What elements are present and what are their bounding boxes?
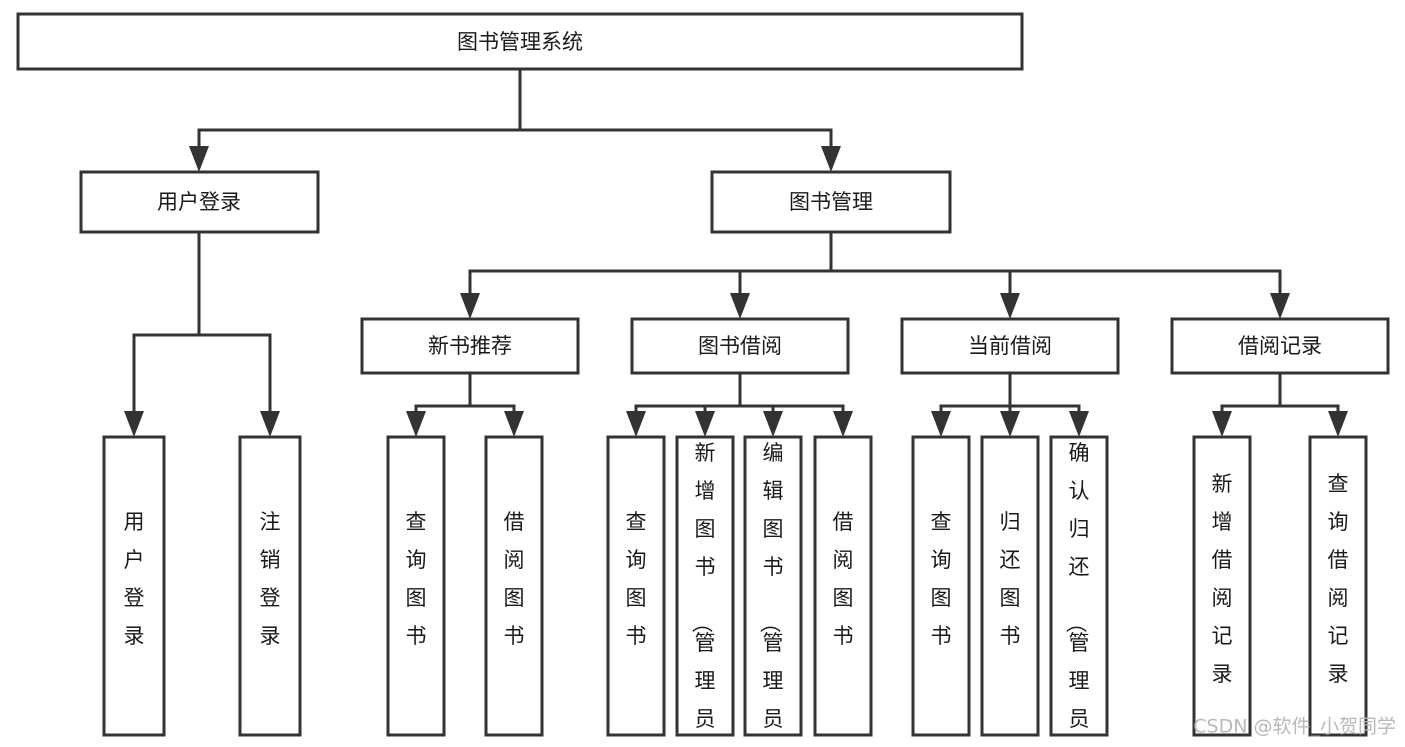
node-leaf-add-book[interactable]: 新增图书（管理员） (675, 435, 735, 747)
leaf-query-book-3-label: 查询图书 (931, 510, 952, 648)
leaf-return-book-label: 归还图书 (1000, 510, 1021, 648)
arrowhead-leaf-confirm-return (1069, 411, 1089, 437)
leaf-query-book-2-label: 查询图书 (626, 510, 647, 648)
arrowhead-leaf-edit-book (763, 411, 783, 437)
arrowhead-leaf-user-login (124, 411, 144, 437)
root-label: 图书管理系统 (457, 30, 583, 54)
node-leaf-user-logout[interactable]: 注销登录 (238, 435, 302, 737)
leaf-add-record-label: 新增借阅记录 (1212, 472, 1233, 686)
arrowhead-leaf-borrow-book-1 (504, 411, 524, 437)
node-leaf-user-login[interactable]: 用户登录 (102, 435, 166, 737)
watermark-label: CSDN @软件_小贺同学 (1193, 716, 1396, 738)
leaf-query-book-1-box[interactable] (386, 435, 446, 737)
leaf-query-record-box[interactable] (1308, 435, 1368, 737)
root-box[interactable] (16, 12, 1024, 71)
arrowhead-leaf-add-record (1212, 411, 1232, 437)
node-user-login[interactable]: 用户登录 (79, 170, 320, 234)
node-book-manage[interactable]: 图书管理 (710, 170, 952, 234)
arrowhead-book-manage (821, 146, 841, 172)
arrowhead-leaf-query-book-2 (626, 411, 646, 437)
node-book-borrow[interactable]: 图书借阅 (630, 317, 850, 375)
leaf-user-logout-label: 注销登录 (260, 510, 281, 648)
node-leaf-query-record[interactable]: 查询借阅记录 (1308, 435, 1368, 737)
node-root[interactable]: 图书管理系统 (16, 12, 1024, 71)
leaf-add-book-box[interactable] (675, 435, 735, 737)
user-login-label: 用户登录 (157, 190, 241, 214)
leaf-user-login-label: 用户登录 (124, 510, 145, 648)
node-leaf-edit-book[interactable]: 编辑图书（管理员） (743, 435, 803, 747)
leaf-borrow-book-2-label: 借阅图书 (833, 510, 854, 648)
book-borrow-label: 图书借阅 (698, 334, 782, 358)
leaf-borrow-book-2-box[interactable] (813, 435, 873, 737)
current-borrow-label: 当前借阅 (968, 334, 1052, 358)
arrowhead-book-borrow (730, 293, 750, 319)
node-new-book-recommend[interactable]: 新书推荐 (360, 317, 580, 375)
new-book-recommend-label: 新书推荐 (428, 334, 512, 358)
leaf-user-login-box[interactable] (102, 435, 166, 737)
leaf-edit-book-box[interactable] (743, 435, 803, 737)
leaf-query-book-1-label: 查询图书 (406, 510, 427, 648)
arrowhead-leaf-return-book (1000, 411, 1020, 437)
leaf-borrow-book-1-box[interactable] (484, 435, 544, 737)
leaf-confirm-return-box[interactable] (1049, 435, 1109, 737)
leaf-query-record-label: 查询借阅记录 (1328, 472, 1349, 686)
node-leaf-borrow-book-1[interactable]: 借阅图书 (484, 435, 544, 737)
leaf-query-book-3-box[interactable] (911, 435, 971, 737)
connector-layer (124, 67, 1348, 437)
node-current-borrow[interactable]: 当前借阅 (900, 317, 1120, 375)
node-leaf-borrow-book-2[interactable]: 借阅图书 (813, 435, 873, 737)
arrowhead-current-borrow (1000, 293, 1020, 319)
leaf-confirm-return-label: 确认归还（管理员） (1064, 441, 1090, 747)
node-leaf-query-book-3[interactable]: 查询图书 (911, 435, 971, 737)
node-leaf-confirm-return[interactable]: 确认归还（管理员） (1049, 435, 1109, 747)
leaf-user-logout-box[interactable] (238, 435, 302, 737)
arrowhead-leaf-query-record (1328, 411, 1348, 437)
node-borrow-record[interactable]: 借阅记录 (1170, 317, 1390, 375)
leaf-add-book-label: 新增图书（管理员） (690, 441, 716, 747)
leaf-add-record-box[interactable] (1192, 435, 1252, 737)
arrowhead-leaf-user-logout (260, 411, 280, 437)
arrowhead-leaf-add-book (695, 411, 715, 437)
new-book-recommend-box[interactable] (360, 317, 580, 375)
node-leaf-query-book-1[interactable]: 查询图书 (386, 435, 446, 737)
borrow-record-label: 借阅记录 (1238, 334, 1322, 358)
leaf-return-book-box[interactable] (980, 435, 1040, 737)
arrowhead-user-login (189, 146, 209, 172)
node-leaf-return-book[interactable]: 归还图书 (980, 435, 1040, 737)
book-manage-label: 图书管理 (789, 190, 873, 214)
node-leaf-query-book-2[interactable]: 查询图书 (606, 435, 666, 737)
borrow-record-box[interactable] (1170, 317, 1390, 375)
leaf-borrow-book-1-label: 借阅图书 (504, 510, 525, 648)
current-borrow-box[interactable] (900, 317, 1120, 375)
arrowhead-leaf-borrow-book-2 (833, 411, 853, 437)
arrowhead-leaf-query-book-1 (406, 411, 426, 437)
arrowhead-borrow-record (1270, 293, 1290, 319)
book-manage-box[interactable] (710, 170, 952, 234)
leaf-edit-book-label: 编辑图书（管理员） (758, 441, 784, 747)
node-leaf-add-record[interactable]: 新增借阅记录 (1192, 435, 1252, 737)
arrowhead-new-book-recommend (460, 293, 480, 319)
leaf-query-book-2-box[interactable] (606, 435, 666, 737)
user-login-box[interactable] (79, 170, 320, 234)
arrowhead-leaf-query-book-3 (931, 411, 951, 437)
book-borrow-box[interactable] (630, 317, 850, 375)
